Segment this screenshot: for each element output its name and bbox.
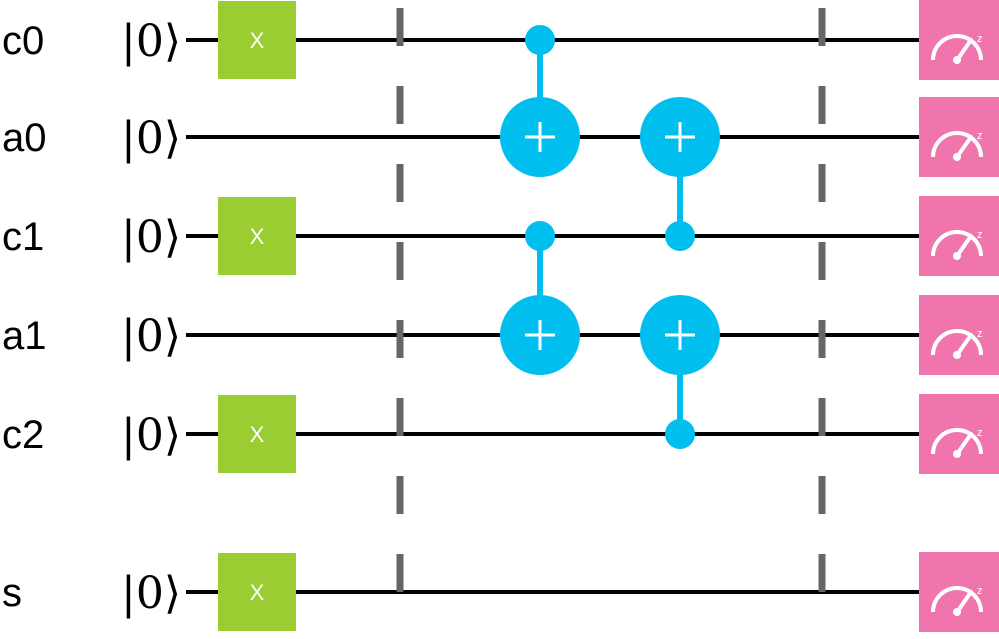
x-gate-label: X [250,422,265,447]
initial-state-a1: |0⟩ [121,311,181,362]
qubit-label-a0: a0 [2,116,47,160]
qubit-label-c0: c0 [2,19,44,63]
measure-z-icon: z [931,130,983,161]
control-dot [665,221,695,251]
measure-basis-label: z [977,427,983,439]
control-dot [525,25,555,55]
measure-basis-label: z [977,33,983,45]
qubit-label-a1: a1 [2,314,47,358]
x-gate-label: X [250,28,265,53]
measure-z-icon: z [931,33,983,64]
qubit-label-c2: c2 [2,413,44,457]
x-gate-label: X [250,580,265,605]
measure-basis-label: z [977,229,983,241]
measure-a0[interactable]: z [919,97,999,177]
measure-basis-label: z [977,130,983,142]
control-dot [525,221,555,251]
cnot-gate-c1-a1[interactable] [500,221,580,375]
cnot-gate-c2-a1[interactable] [640,295,720,449]
x-gate-c0[interactable]: X [218,1,296,79]
x-gate-c2[interactable]: X [218,395,296,473]
x-gate-label: X [250,224,265,249]
x-gate-s[interactable]: X [218,553,296,631]
qubit-label-c1: c1 [2,215,44,259]
initial-state-c2: |0⟩ [121,410,181,461]
measure-z-icon: z [931,427,983,458]
x-gate-c1[interactable]: X [218,197,296,275]
measure-basis-label: z [977,328,983,340]
measure-c2[interactable]: z [919,394,999,474]
initial-state-a0: |0⟩ [121,113,181,164]
cnot-gate-c0-a0[interactable] [500,25,580,177]
measure-basis-label: z [977,585,983,597]
measure-z-icon: z [931,229,983,260]
measure-c0[interactable]: z [919,0,999,80]
cnot-gate-c1-a0[interactable] [640,97,720,251]
initial-state-c1: |0⟩ [121,212,181,263]
measure-z-icon: z [931,585,983,616]
control-dot [665,419,695,449]
measure-a1[interactable]: z [919,295,999,375]
measure-c1[interactable]: z [919,196,999,276]
initial-state-c0: |0⟩ [121,16,181,67]
measure-s[interactable]: z [919,552,999,632]
measure-z-icon: z [931,328,983,359]
initial-state-s: |0⟩ [121,568,181,619]
qubit-label-s: s [2,571,22,615]
